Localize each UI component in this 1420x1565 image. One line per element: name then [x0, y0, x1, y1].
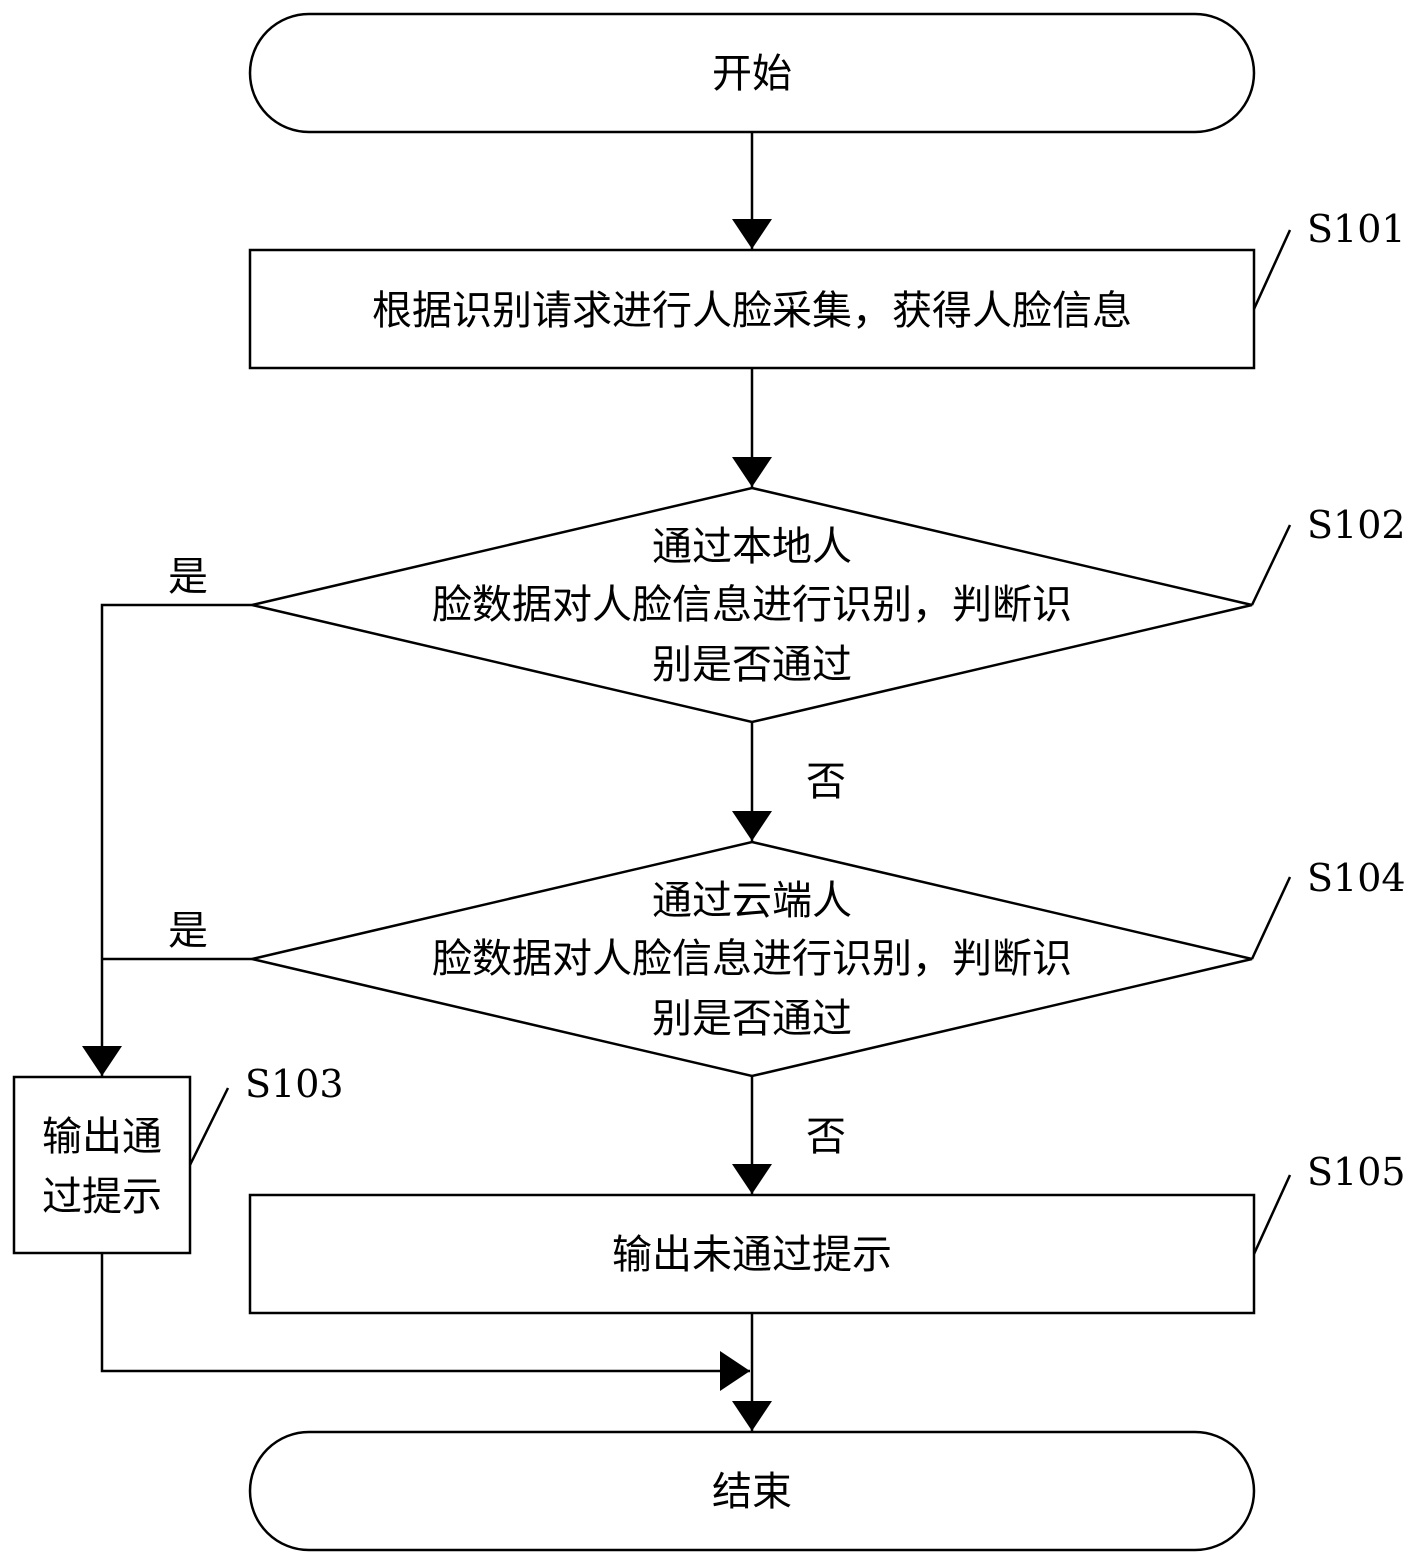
s101-label: 根据识别请求进行人脸采集，获得人脸信息 [372, 288, 1132, 334]
s103-line-1: 输出通 [42, 1114, 162, 1160]
s102-step-label: S102 [1307, 503, 1406, 547]
edge-s103-to-end [100, 1253, 750, 1391]
s102-line-3: 别是否通过 [652, 642, 852, 688]
s103-leader-line [188, 1087, 230, 1166]
s105-leader-line [1252, 1174, 1292, 1255]
end-node: 结束 [248, 1430, 1256, 1552]
s102-line-2: 脸数据对人脸信息进行识别，判断识 [432, 582, 1072, 628]
start-label: 开始 [712, 51, 792, 97]
s105-node: 输出未通过提示 [248, 1193, 1256, 1315]
s104-line-2: 脸数据对人脸信息进行识别，判断识 [432, 936, 1072, 982]
end-label: 结束 [712, 1469, 792, 1515]
s101-step-label: S101 [1307, 207, 1406, 251]
s103-node: 输出通 过提示 [12, 1075, 192, 1255]
s103-line-2: 过提示 [42, 1174, 162, 1220]
s105-label: 输出未通过提示 [612, 1232, 892, 1278]
s102-yes-label: 是 [168, 554, 208, 600]
s104-line-3: 别是否通过 [652, 996, 852, 1042]
s101-leader-line [1252, 229, 1292, 310]
s104-step-label: S104 [1307, 856, 1406, 900]
s102-no-label: 否 [806, 759, 846, 805]
s104-leader-line [1250, 876, 1292, 960]
s104-yes-label: 是 [168, 908, 208, 954]
s104-no-label: 否 [806, 1114, 846, 1160]
s103-step-label: S103 [245, 1062, 344, 1106]
s105-step-label: S105 [1307, 1150, 1406, 1194]
start-node: 开始 [248, 12, 1256, 134]
s102-leader-line [1250, 524, 1292, 606]
s102-line-1: 通过本地人 [652, 524, 852, 570]
edge-s102-yes [82, 603, 252, 1076]
s101-node: 根据识别请求进行人脸采集，获得人脸信息 [248, 248, 1256, 370]
s104-line-1: 通过云端人 [652, 878, 852, 924]
s102-decision-node: 通过本地人 脸数据对人脸信息进行识别，判断识 别是否通过 [251, 486, 1253, 724]
s104-decision-node: 通过云端人 脸数据对人脸信息进行识别，判断识 别是否通过 [251, 840, 1253, 1078]
